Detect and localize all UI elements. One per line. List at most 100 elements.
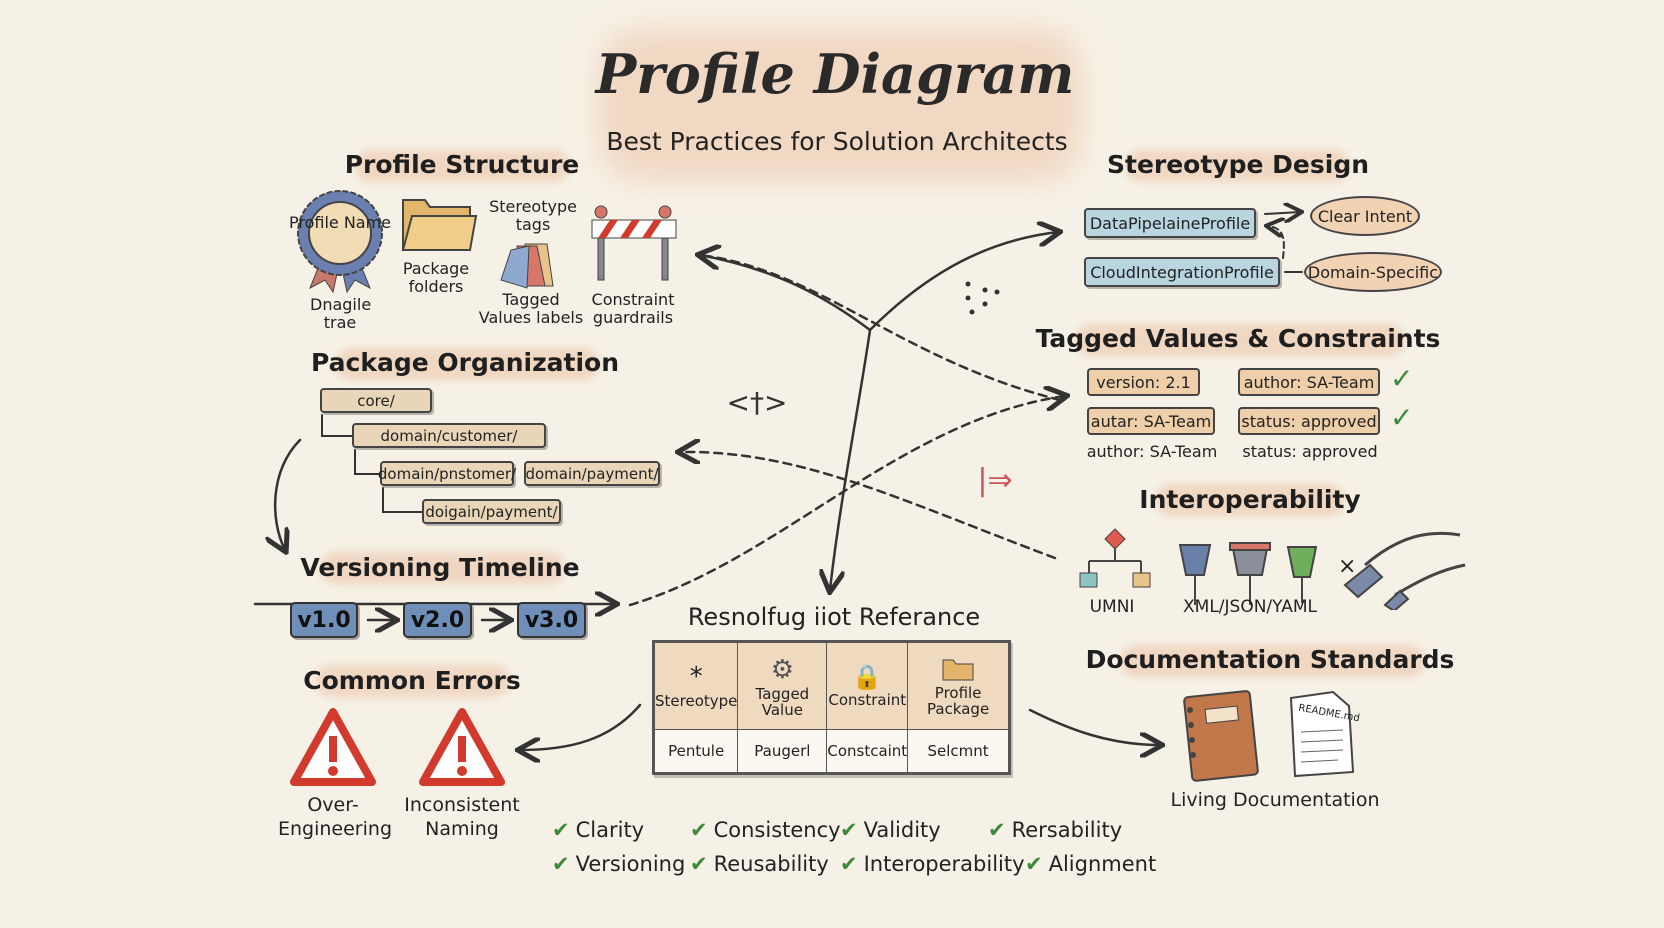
profile-structure-heading: Profile Structure [344, 150, 580, 179]
chip-version: version: 2.1 [1087, 368, 1200, 396]
check-icon: ✔ [1025, 852, 1043, 876]
check-icon: ✔ [690, 852, 708, 876]
version-v1: v1.0 [290, 602, 358, 638]
bubble-clear-intent: Clear Intent [1310, 196, 1420, 236]
dots-icon [965, 281, 1000, 315]
heading-highlight [335, 348, 600, 380]
tree-line [321, 414, 423, 513]
ref-cell: Paugerl [737, 729, 828, 774]
common-errors-heading: Common Errors [303, 666, 521, 695]
folder-icon [942, 659, 974, 680]
warning-icon [419, 708, 505, 786]
arrow [275, 438, 302, 550]
arrow [628, 396, 1065, 607]
ref-header-stereotype: *Stereotype [652, 641, 739, 730]
tagged-values-heading: Tagged Values & Constraints [1035, 324, 1441, 353]
uml-hierarchy-icon [1079, 528, 1151, 588]
folder-caption: Package folders [402, 259, 470, 296]
check-item: ✔Versioning [552, 852, 686, 876]
check-icon: ✓ [1390, 362, 1414, 395]
check-item: ✔Alignment [1025, 852, 1157, 876]
plugs-icon: × [1178, 531, 1466, 610]
check-item: ✔Consistency [690, 818, 841, 842]
arrow [1028, 708, 1160, 745]
uml-label: UMNI [1089, 597, 1135, 617]
heading-highlight [355, 150, 570, 182]
arrow [830, 328, 872, 590]
badge-caption: Dnagile trae [310, 295, 372, 332]
check-item: ✔Interoperability [840, 852, 1025, 876]
ref-header-tagged-value: ⚙Tagged Value [737, 641, 828, 730]
arrow [680, 452, 1057, 560]
ref-header-constraint: 🔒Constraint [826, 641, 909, 730]
check-item: ✔Clarity [552, 818, 645, 842]
heading-highlight [315, 665, 510, 697]
package-organization-heading: Package Organization [310, 348, 620, 377]
heading-highlight [1125, 150, 1350, 182]
package-domain-customer: domain/customer/ [352, 423, 546, 448]
title-wash [600, 30, 1080, 180]
implies-arrow-icon: |⇒ [977, 463, 1012, 498]
page-title: Profile Diagram [595, 42, 1075, 106]
package-domain-payment: domain/payment/ [524, 461, 660, 486]
arrow [1268, 226, 1284, 259]
lock-icon: 🔒 [852, 663, 883, 691]
profile-cloudintegration: CloudIntegrationProfile [1084, 257, 1280, 287]
heading-highlight [320, 552, 565, 584]
ref-header-profile-package: Profile Package [907, 641, 1010, 730]
arrow [1264, 212, 1300, 214]
profile-datapipelaine: DataPipelaineProfile [1084, 208, 1256, 238]
readme-document-icon [1289, 690, 1355, 778]
heading-highlight [1155, 484, 1345, 516]
notebook-icon [1183, 690, 1259, 782]
check-icon: ✔ [690, 818, 708, 842]
package-domain-pnstomer: domain/pnstomer/ [378, 461, 516, 486]
arrow [520, 703, 642, 750]
ref-cell: Pentule [652, 729, 739, 774]
versioning-heading: Versioning Timeline [300, 553, 580, 582]
stereotype-caption: Stereotype tags [489, 197, 577, 234]
gear-icon: ⚙ [770, 655, 795, 685]
check-icon: ✓ [1390, 401, 1414, 434]
page-subtitle: Best Practices for Solution Architects [606, 127, 1068, 156]
tagged-caption: status: approved [1242, 442, 1378, 461]
chip-autar: autar: SA-Team [1087, 407, 1215, 435]
reference-table: *Stereotype ⚙Tagged Value 🔒Constraint Pr… [652, 640, 1011, 775]
package-doigain-payment: doigain/payment/ [422, 499, 561, 524]
documentation-heading: Documentation Standards [1085, 645, 1455, 674]
ref-cell: Selcmnt [907, 729, 1010, 774]
tag-icon [500, 243, 554, 289]
reference-title: Resnolfug iiot Referance [687, 603, 981, 631]
code-symbol-icon: <†> [727, 386, 788, 419]
tagged-caption: author: SA-Team [1086, 442, 1218, 461]
asterisk-icon: * [689, 662, 703, 692]
folder-icon [401, 199, 478, 251]
chip-status: status: approved [1238, 407, 1380, 435]
check-item: ✔Rersability [988, 818, 1123, 842]
heading-highlight [1120, 645, 1425, 677]
badge-text: Profile Name [288, 213, 392, 232]
check-icon: ✔ [988, 818, 1006, 842]
package-core: core/ [320, 388, 432, 413]
barrier-caption: Constraint guardrails [591, 290, 675, 327]
documentation-caption: Living Documentation [1170, 789, 1380, 811]
ref-cell: Constcaint [826, 729, 909, 774]
barrier-icon [591, 205, 677, 281]
error-over-engineering: Over-Engineering [278, 794, 392, 840]
bubble-domain-specific: Domain-Specific [1304, 252, 1442, 292]
svg-text:×: × [1338, 554, 1356, 579]
error-inconsistent-naming: Inconsistent Naming [404, 794, 520, 840]
arrow [698, 253, 872, 332]
check-icon: ✔ [840, 852, 858, 876]
arrow [700, 255, 1062, 402]
stereotype-design-heading: Stereotype Design [1106, 150, 1370, 179]
warning-icon [290, 708, 376, 786]
tags-caption: Tagged Values labels [478, 290, 584, 327]
check-icon: ✔ [552, 818, 570, 842]
check-icon: ✔ [552, 852, 570, 876]
version-v3: v3.0 [517, 602, 586, 638]
check-icon: ✔ [840, 818, 858, 842]
heading-highlight [1075, 324, 1405, 356]
formats-label: XML/JSON/YAML [1183, 597, 1317, 617]
arrow [868, 232, 1058, 332]
